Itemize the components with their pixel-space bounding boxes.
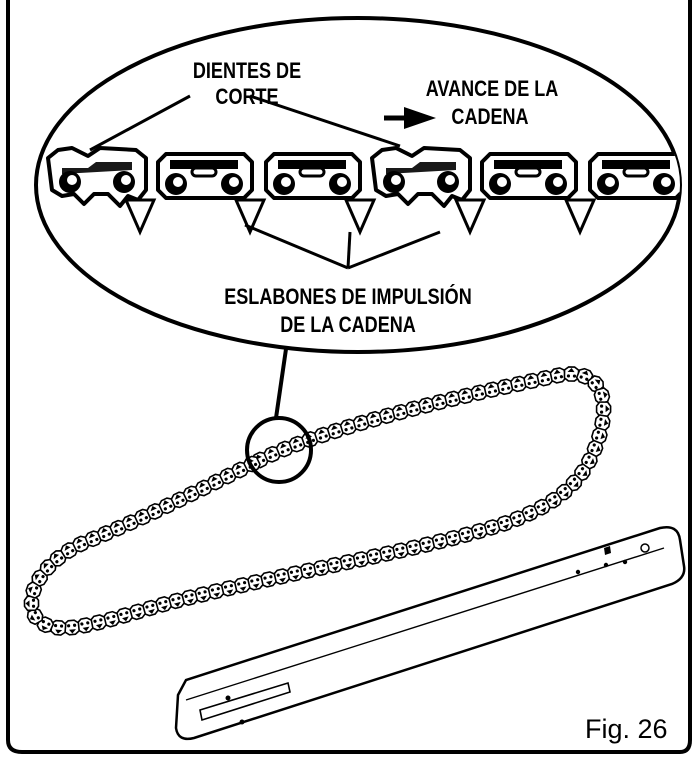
drive-link-tang bbox=[233, 198, 267, 236]
drive-link-tang bbox=[123, 198, 157, 236]
mini-chain-link bbox=[563, 366, 580, 382]
chain-advance-label-line1: AVANCE DE LA bbox=[426, 77, 559, 101]
mini-chain-link bbox=[595, 401, 612, 417]
figure-label: Fig. 26 bbox=[585, 714, 668, 744]
figure-frame bbox=[6, 0, 692, 754]
drive-links-label-line2: DE LA CADENA bbox=[280, 313, 416, 337]
drive-link-tang bbox=[343, 198, 377, 236]
mini-chain-link bbox=[23, 595, 40, 612]
side-link bbox=[156, 152, 254, 200]
drive-link-tang bbox=[563, 198, 597, 236]
magnified-chain bbox=[36, 146, 680, 236]
callout-circle bbox=[245, 416, 313, 484]
guide-bar bbox=[174, 526, 686, 741]
chain-advance-label-line2: CADENA bbox=[451, 105, 528, 129]
mini-chain-link bbox=[63, 619, 81, 636]
cutting-teeth-label-line1: DIENTES DE bbox=[193, 59, 301, 83]
side-link bbox=[36, 152, 38, 200]
side-link bbox=[264, 152, 362, 200]
drive-links-label-line1: ESLABONES DE IMPULSIÓN bbox=[224, 283, 471, 309]
side-link bbox=[480, 152, 578, 200]
pointer-lines bbox=[89, 94, 441, 270]
chain-advance-arrow bbox=[384, 107, 436, 129]
side-link bbox=[588, 152, 680, 200]
drive-link-tang bbox=[453, 198, 487, 236]
callout-leader bbox=[274, 348, 288, 419]
cutting-teeth-label-line2: CORTE bbox=[215, 85, 278, 109]
